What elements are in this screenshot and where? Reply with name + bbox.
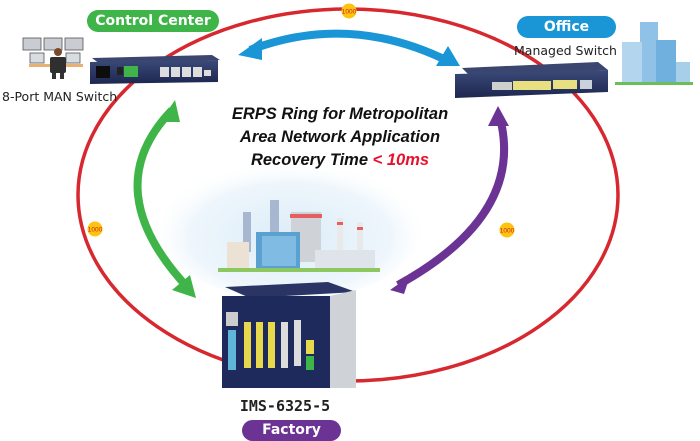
factory-badge: Factory (242, 420, 341, 441)
factory-illustration (218, 200, 380, 272)
arrow-office-factory (390, 106, 509, 294)
svg-text:1000: 1000 (500, 228, 515, 235)
recovery-time-value: < 10ms (372, 151, 430, 169)
diagram-title: ERPS Ring for Metropolitan Area Network … (195, 103, 485, 172)
link-badge-top: 1000 (341, 3, 357, 19)
man-switch-device (90, 55, 220, 84)
office-managed-switch-device (455, 62, 608, 98)
control-center-badge: Control Center (87, 10, 219, 32)
title-line-2: Area Network Application (239, 128, 441, 146)
recovery-time-label: Recovery Time (250, 151, 373, 169)
svg-text:1000: 1000 (342, 9, 357, 16)
link-badge-left: 1000 (87, 221, 103, 237)
factory-industrial-switch-device (222, 282, 356, 388)
office-switch-label: Managed Switch (514, 43, 617, 58)
office-buildings-icon (615, 22, 693, 85)
factory-switch-model-label: IMS-6325-5 (239, 397, 331, 415)
man-switch-label: 8-Port MAN Switch (2, 89, 118, 104)
factory-background-glow (160, 160, 420, 300)
title-line-3: Recovery Time < 10ms (195, 149, 485, 172)
title-line-1: ERPS Ring for Metropolitan (231, 105, 449, 123)
link-badge-right: 1000 (499, 222, 515, 238)
office-badge: Office (517, 16, 616, 38)
svg-text:1000: 1000 (88, 227, 103, 234)
arrow-control-factory (133, 100, 196, 298)
arrow-control-office (238, 29, 460, 66)
control-room-operator-icon (22, 37, 84, 79)
